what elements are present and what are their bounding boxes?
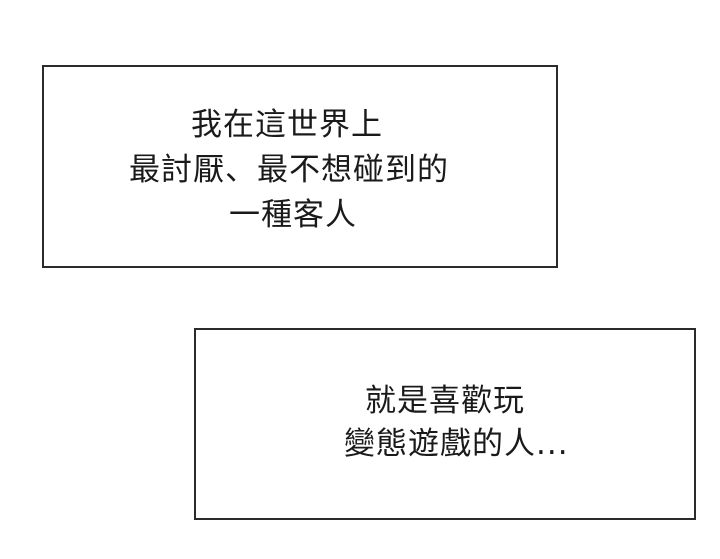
caption-line: 我在這世界上 xyxy=(191,107,383,143)
caption-box-2: 就是喜歡玩 變態遊戲的人... xyxy=(194,328,696,520)
caption-line: 一種客人 xyxy=(229,197,357,233)
caption-box-1: 我在這世界上 最討厭、最不想碰到的 一種客人 xyxy=(42,65,558,268)
caption-line: 最討厭、最不想碰到的 xyxy=(129,152,449,188)
caption-line: 就是喜歡玩 xyxy=(365,383,525,419)
caption-line: 變態遊戲的人... xyxy=(344,426,569,462)
